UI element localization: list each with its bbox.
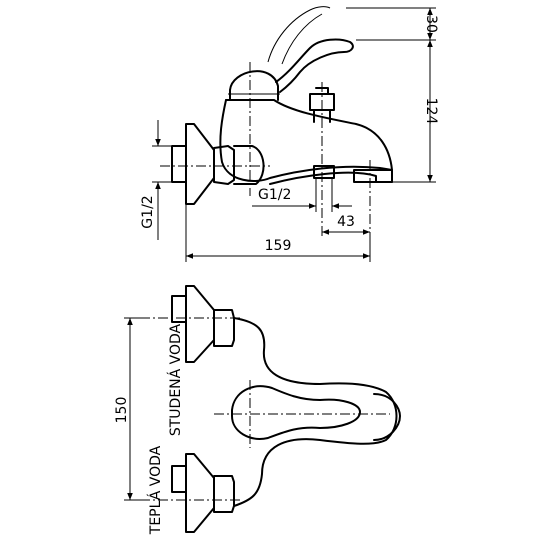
top-view: 150 STUDENÁ VODA TEPLÁ VODA — [114, 285, 401, 535]
spout-cap — [373, 393, 401, 441]
body-top — [225, 99, 393, 171]
wall-flange — [185, 123, 215, 205]
diverter-knob — [309, 87, 335, 123]
thread-outlet-label: G1/2 — [258, 187, 291, 203]
lower-flange — [185, 453, 215, 533]
thread-inlet-label: G1/2 — [140, 195, 156, 228]
hot-water-label: TEPLÁ VODA — [147, 445, 164, 535]
dim-124-label: 124 — [423, 98, 439, 125]
upper-flange — [185, 285, 215, 363]
lower-hex-nut — [213, 475, 235, 513]
cartridge-dome — [229, 70, 279, 101]
side-view: 30 124 G1/2 43 G1/2 159 — [140, 6, 439, 262]
connector-body — [233, 145, 265, 185]
dim-159-label: 159 — [265, 238, 292, 254]
mixer-body — [219, 99, 393, 185]
outlet-nipple — [313, 165, 335, 179]
lever-raised — [267, 6, 331, 65]
dim-43-label: 43 — [337, 214, 355, 230]
dim-150-label: 150 — [114, 397, 130, 424]
dim-30-label: 30 — [423, 15, 439, 33]
lower-inlet-stub — [171, 465, 187, 493]
mixer-body-top — [233, 317, 398, 507]
cold-water-label: STUDENÁ VODA — [167, 323, 184, 436]
upper-hex-nut — [213, 309, 235, 347]
lever-top — [231, 385, 361, 440]
hex-nut — [213, 145, 235, 185]
inlet-stub — [171, 145, 187, 183]
lever-handle — [275, 38, 354, 93]
